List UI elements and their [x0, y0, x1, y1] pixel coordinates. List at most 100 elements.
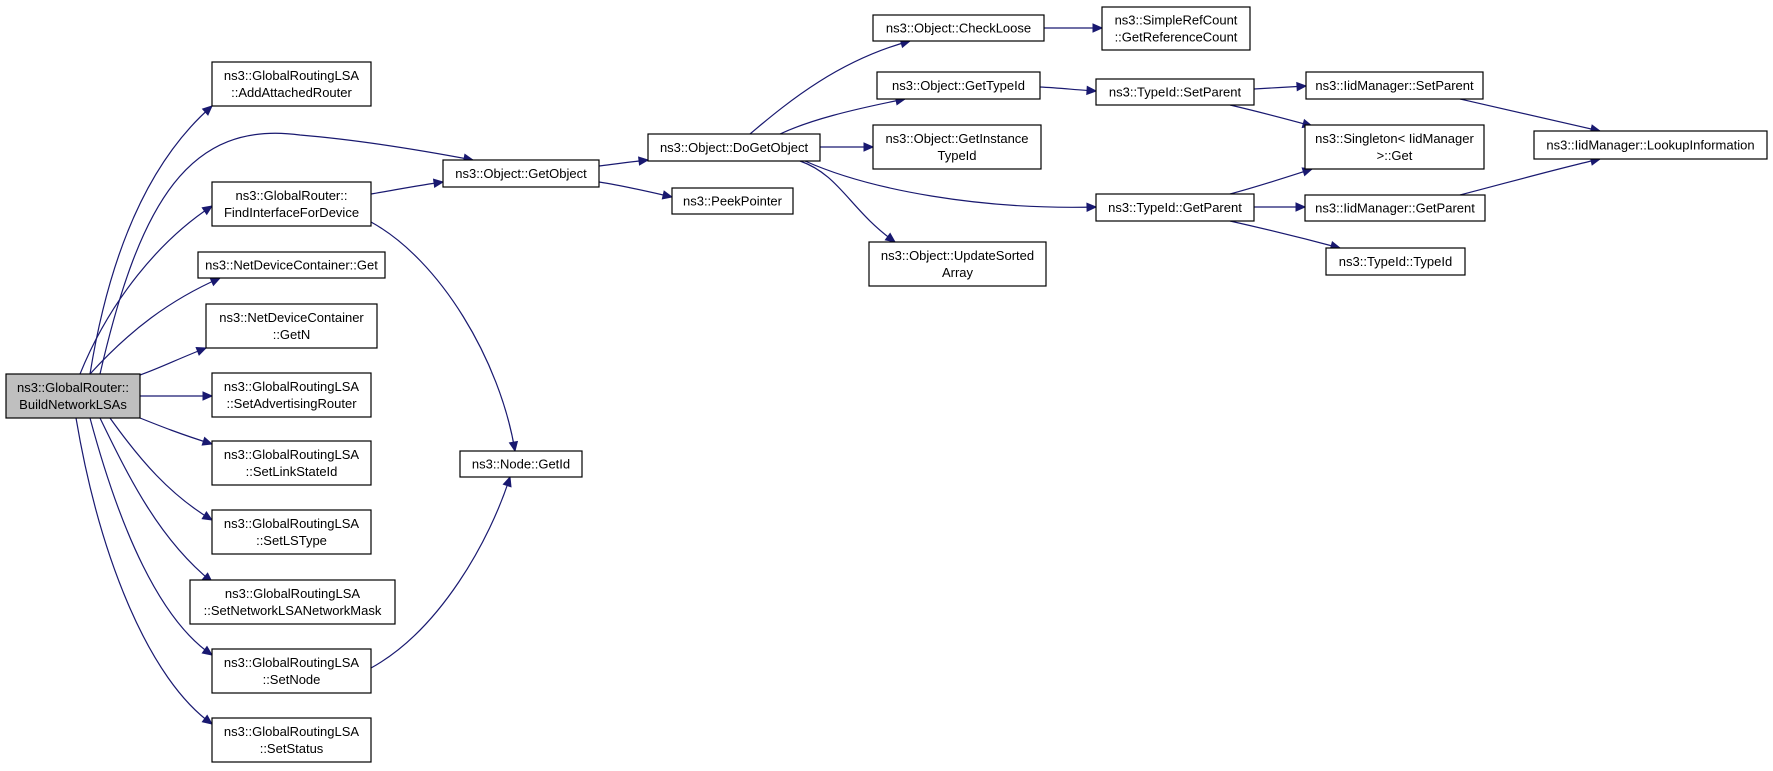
node-typeIdGetParent[interactable]: ns3::TypeId::GetParent: [1095, 193, 1255, 222]
node-box-ndcGet[interactable]: [197, 251, 386, 279]
node-box-getRefCount[interactable]: [1101, 6, 1251, 51]
arrowhead-build-to-setNode: [201, 645, 214, 656]
node-setAdv[interactable]: ns3::GlobalRoutingLSA::SetAdvertisingRou…: [211, 372, 372, 418]
arrowhead-build-to-setLSType: [201, 510, 214, 521]
node-box-iidSetParent[interactable]: [1305, 71, 1484, 100]
edge-getObject-to-peekPointer: [598, 181, 673, 198]
node-label-findIface-line-1: FindInterfaceForDevice: [224, 205, 359, 220]
node-box-setMask[interactable]: [189, 579, 396, 625]
node-box-getObject[interactable]: [442, 159, 600, 188]
node-nodeGetId[interactable]: ns3::Node::GetId: [459, 450, 583, 478]
node-iidGetParent[interactable]: ns3::IidManager::GetParent: [1304, 194, 1486, 222]
node-box-lookupInfo[interactable]: [1533, 130, 1768, 160]
node-label-ndcGet-line-0: ns3::NetDeviceContainer::Get: [205, 258, 378, 273]
node-peekPointer[interactable]: ns3::PeekPointer: [671, 187, 794, 215]
node-label-doGetObject-line-0: ns3::Object::DoGetObject: [660, 140, 809, 155]
edge-typeIdSetParent-to-singletonGet: [1229, 104, 1313, 127]
node-box-setStatus[interactable]: [211, 717, 372, 763]
node-addAttached[interactable]: ns3::GlobalRoutingLSA::AddAttachedRouter: [211, 61, 372, 107]
edge-build-to-setStatus: [75, 417, 213, 725]
node-label-peekPointer-line-0: ns3::PeekPointer: [683, 194, 783, 209]
node-label-setLinkState-line-1: ::SetLinkStateId: [246, 464, 338, 479]
node-setStatus[interactable]: ns3::GlobalRoutingLSA::SetStatus: [211, 717, 372, 763]
node-setNode[interactable]: ns3::GlobalRoutingLSA::SetNode: [211, 648, 372, 694]
node-ndcGet[interactable]: ns3::NetDeviceContainer::Get: [197, 251, 386, 279]
node-getRefCount[interactable]: ns3::SimpleRefCount::GetReferenceCount: [1101, 6, 1251, 51]
node-box-iidGetParent[interactable]: [1304, 194, 1486, 222]
arrowhead-findIface-to-getObject: [432, 178, 445, 189]
call-nodes: ns3::GlobalRouter::BuildNetworkLSAsns3::…: [5, 6, 1768, 763]
node-checkLoose[interactable]: ns3::Object::CheckLoose: [872, 14, 1045, 42]
arrowhead-setNode-to-nodeGetId: [502, 475, 512, 488]
node-getTypeId[interactable]: ns3::Object::GetTypeId: [876, 71, 1041, 100]
node-setMask[interactable]: ns3::GlobalRoutingLSA::SetNetworkLSANetw…: [189, 579, 396, 625]
node-box-addAttached[interactable]: [211, 61, 372, 107]
node-findIface[interactable]: ns3::GlobalRouter::FindInterfaceForDevic…: [211, 181, 372, 227]
node-label-setStatus-line-1: ::SetStatus: [260, 741, 324, 756]
node-box-doGetObject[interactable]: [647, 133, 821, 162]
edge-setNode-to-nodeGetId: [370, 476, 511, 669]
edge-typeIdGetParent-to-typeIdCtor: [1229, 220, 1341, 249]
node-box-findIface[interactable]: [211, 181, 372, 227]
edge-findIface-to-nodeGetId: [370, 221, 516, 452]
edge-build-to-setMask: [99, 417, 213, 583]
node-box-build[interactable]: [5, 373, 141, 419]
node-ndcGetN[interactable]: ns3::NetDeviceContainer::GetN: [205, 303, 378, 349]
node-iidSetParent[interactable]: ns3::IidManager::SetParent: [1305, 71, 1484, 100]
node-label-setStatus-line-0: ns3::GlobalRoutingLSA: [224, 724, 359, 739]
edge-build-to-setNode: [89, 417, 213, 656]
node-label-findIface-line-0: ns3::GlobalRouter::: [235, 188, 347, 203]
node-box-setLinkState[interactable]: [211, 440, 372, 486]
node-singletonGet[interactable]: ns3::Singleton< IidManager >::Get: [1304, 124, 1485, 170]
node-box-updateSorted[interactable]: [868, 241, 1047, 287]
edge-build-to-findIface: [79, 205, 213, 375]
arrowhead-typeIdGetParent-to-iidGetParent: [1295, 202, 1307, 212]
node-box-typeIdGetParent[interactable]: [1095, 193, 1255, 222]
node-label-checkLoose-line-0: ns3::Object::CheckLoose: [886, 21, 1031, 36]
node-label-typeIdGetParent-line-0: ns3::TypeId::GetParent: [1108, 200, 1242, 215]
node-box-typeIdCtor[interactable]: [1325, 247, 1466, 276]
node-label-getTypeId-line-0: ns3::Object::GetTypeId: [892, 78, 1025, 93]
node-label-addAttached-line-0: ns3::GlobalRoutingLSA: [224, 68, 359, 83]
node-label-getInstanceTypeId-line-0: ns3::Object::GetInstance: [885, 131, 1028, 146]
node-box-setLSType[interactable]: [211, 509, 372, 555]
node-box-nodeGetId[interactable]: [459, 450, 583, 478]
node-box-ndcGetN[interactable]: [205, 303, 378, 349]
arrowhead-build-to-ndcGet: [209, 277, 222, 287]
node-label-getObject-line-0: ns3::Object::GetObject: [455, 166, 587, 181]
node-build[interactable]: ns3::GlobalRouter::BuildNetworkLSAs: [5, 373, 141, 419]
node-box-setNode[interactable]: [211, 648, 372, 694]
node-label-getRefCount-line-1: ::GetReferenceCount: [1115, 30, 1238, 45]
node-doGetObject[interactable]: ns3::Object::DoGetObject: [647, 133, 821, 162]
node-box-singletonGet[interactable]: [1304, 124, 1485, 170]
arrowhead-build-to-setLinkState: [201, 436, 214, 446]
arrowhead-doGetObject-to-typeIdGetParent: [1086, 202, 1098, 212]
node-typeIdSetParent[interactable]: ns3::TypeId::SetParent: [1095, 78, 1255, 106]
node-label-updateSorted-line-1: Array: [942, 265, 974, 280]
node-label-getInstanceTypeId-line-1: TypeId: [937, 148, 976, 163]
edge-build-to-setLSType: [109, 417, 213, 521]
arrowhead-getTypeId-to-typeIdSetParent: [1086, 85, 1098, 96]
node-label-singletonGet-line-0: ns3::Singleton< IidManager: [1315, 131, 1474, 146]
edge-doGetObject-to-updateSorted: [799, 160, 896, 243]
edge-build-to-getObject: [99, 132, 474, 375]
node-box-setAdv[interactable]: [211, 372, 372, 418]
node-label-ndcGetN-line-0: ns3::NetDeviceContainer: [219, 310, 364, 325]
node-label-singletonGet-line-1: >::Get: [1377, 148, 1413, 163]
node-label-ndcGetN-line-1: ::GetN: [273, 327, 311, 342]
edge-build-to-addAttached: [89, 105, 213, 375]
node-getObject[interactable]: ns3::Object::GetObject: [442, 159, 600, 188]
node-setLSType[interactable]: ns3::GlobalRoutingLSA::SetLSType: [211, 509, 372, 555]
node-box-getTypeId[interactable]: [876, 71, 1041, 100]
node-label-setNode-line-0: ns3::GlobalRoutingLSA: [224, 655, 359, 670]
node-box-checkLoose[interactable]: [872, 14, 1045, 42]
node-box-typeIdSetParent[interactable]: [1095, 78, 1255, 106]
node-typeIdCtor[interactable]: ns3::TypeId::TypeId: [1325, 247, 1466, 276]
node-box-getInstanceTypeId[interactable]: [872, 124, 1042, 170]
node-lookupInfo[interactable]: ns3::IidManager::LookupInformation: [1533, 130, 1768, 160]
edge-findIface-to-getObject: [370, 181, 444, 195]
node-box-peekPointer[interactable]: [671, 187, 794, 215]
node-setLinkState[interactable]: ns3::GlobalRoutingLSA::SetLinkStateId: [211, 440, 372, 486]
